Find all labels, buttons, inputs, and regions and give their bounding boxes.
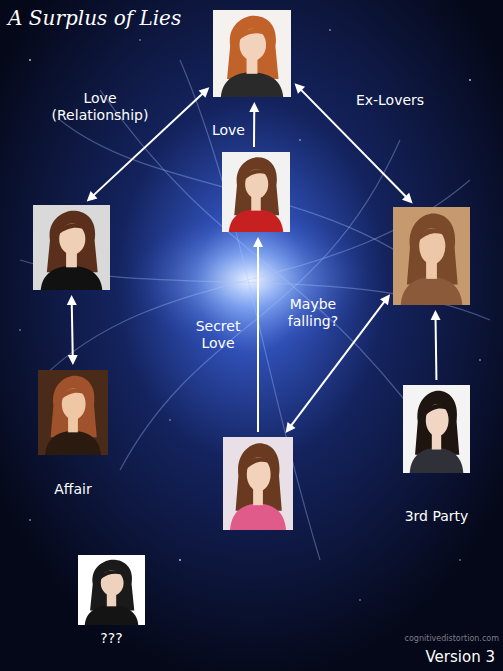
portrait-photo bbox=[223, 437, 293, 530]
diagram-title: A Surplus of Lies bbox=[8, 6, 181, 30]
portrait-photo bbox=[222, 152, 290, 232]
portrait-figure bbox=[222, 152, 290, 232]
arrow-line bbox=[257, 245, 259, 432]
arrow-head bbox=[380, 294, 390, 305]
arrow-line bbox=[253, 110, 255, 147]
node-caption: ??? bbox=[100, 630, 122, 647]
portrait-figure bbox=[213, 10, 291, 97]
portrait-figure bbox=[393, 207, 470, 305]
arrow-head bbox=[87, 191, 98, 201]
arrow-head bbox=[68, 355, 78, 365]
portrait-node: 3rd Party bbox=[403, 385, 470, 525]
portrait-figure bbox=[38, 370, 108, 455]
watermark: cognitivedistortion.com bbox=[405, 634, 499, 643]
edge-label: Ex-Lovers bbox=[350, 92, 430, 109]
arrow-line bbox=[435, 318, 438, 380]
portrait-photo bbox=[213, 10, 291, 97]
arrow-head bbox=[67, 295, 77, 305]
edge-label: Love (Relationship) bbox=[45, 90, 155, 124]
portrait-node bbox=[393, 207, 470, 305]
portrait-node: ??? bbox=[78, 555, 145, 647]
portrait-figure bbox=[223, 437, 293, 530]
portrait-node: Affair bbox=[38, 370, 108, 498]
arrow-head bbox=[431, 310, 441, 320]
relation-arrow bbox=[431, 310, 441, 380]
portrait-photo bbox=[33, 205, 110, 290]
portrait-node bbox=[213, 10, 291, 97]
edge-label: Maybe falling? bbox=[282, 296, 344, 330]
arrow-head bbox=[286, 422, 296, 433]
relation-arrow bbox=[67, 295, 78, 365]
portrait-figure bbox=[78, 555, 145, 625]
portrait-node bbox=[33, 205, 110, 290]
node-caption: Affair bbox=[54, 481, 91, 498]
portrait-figure bbox=[403, 385, 470, 473]
portrait-photo bbox=[393, 207, 470, 305]
relation-arrow bbox=[249, 102, 259, 147]
arrow-head bbox=[295, 83, 306, 94]
portrait-node bbox=[223, 437, 293, 530]
edge-label: Secret Love bbox=[188, 318, 248, 352]
portrait-photo bbox=[403, 385, 470, 473]
node-caption: 3rd Party bbox=[405, 508, 469, 525]
edge-label: Love bbox=[203, 122, 245, 139]
portrait-figure bbox=[33, 205, 110, 290]
arrow-head bbox=[402, 193, 413, 204]
relation-arrow bbox=[253, 237, 263, 432]
arrow-head bbox=[249, 102, 259, 112]
version-label: Version 3 bbox=[426, 648, 495, 666]
portrait-photo bbox=[78, 555, 145, 625]
arrow-line bbox=[72, 303, 73, 357]
portrait-node bbox=[222, 152, 290, 232]
portrait-photo bbox=[38, 370, 108, 455]
arrow-head bbox=[199, 87, 210, 97]
arrow-head bbox=[253, 237, 263, 247]
